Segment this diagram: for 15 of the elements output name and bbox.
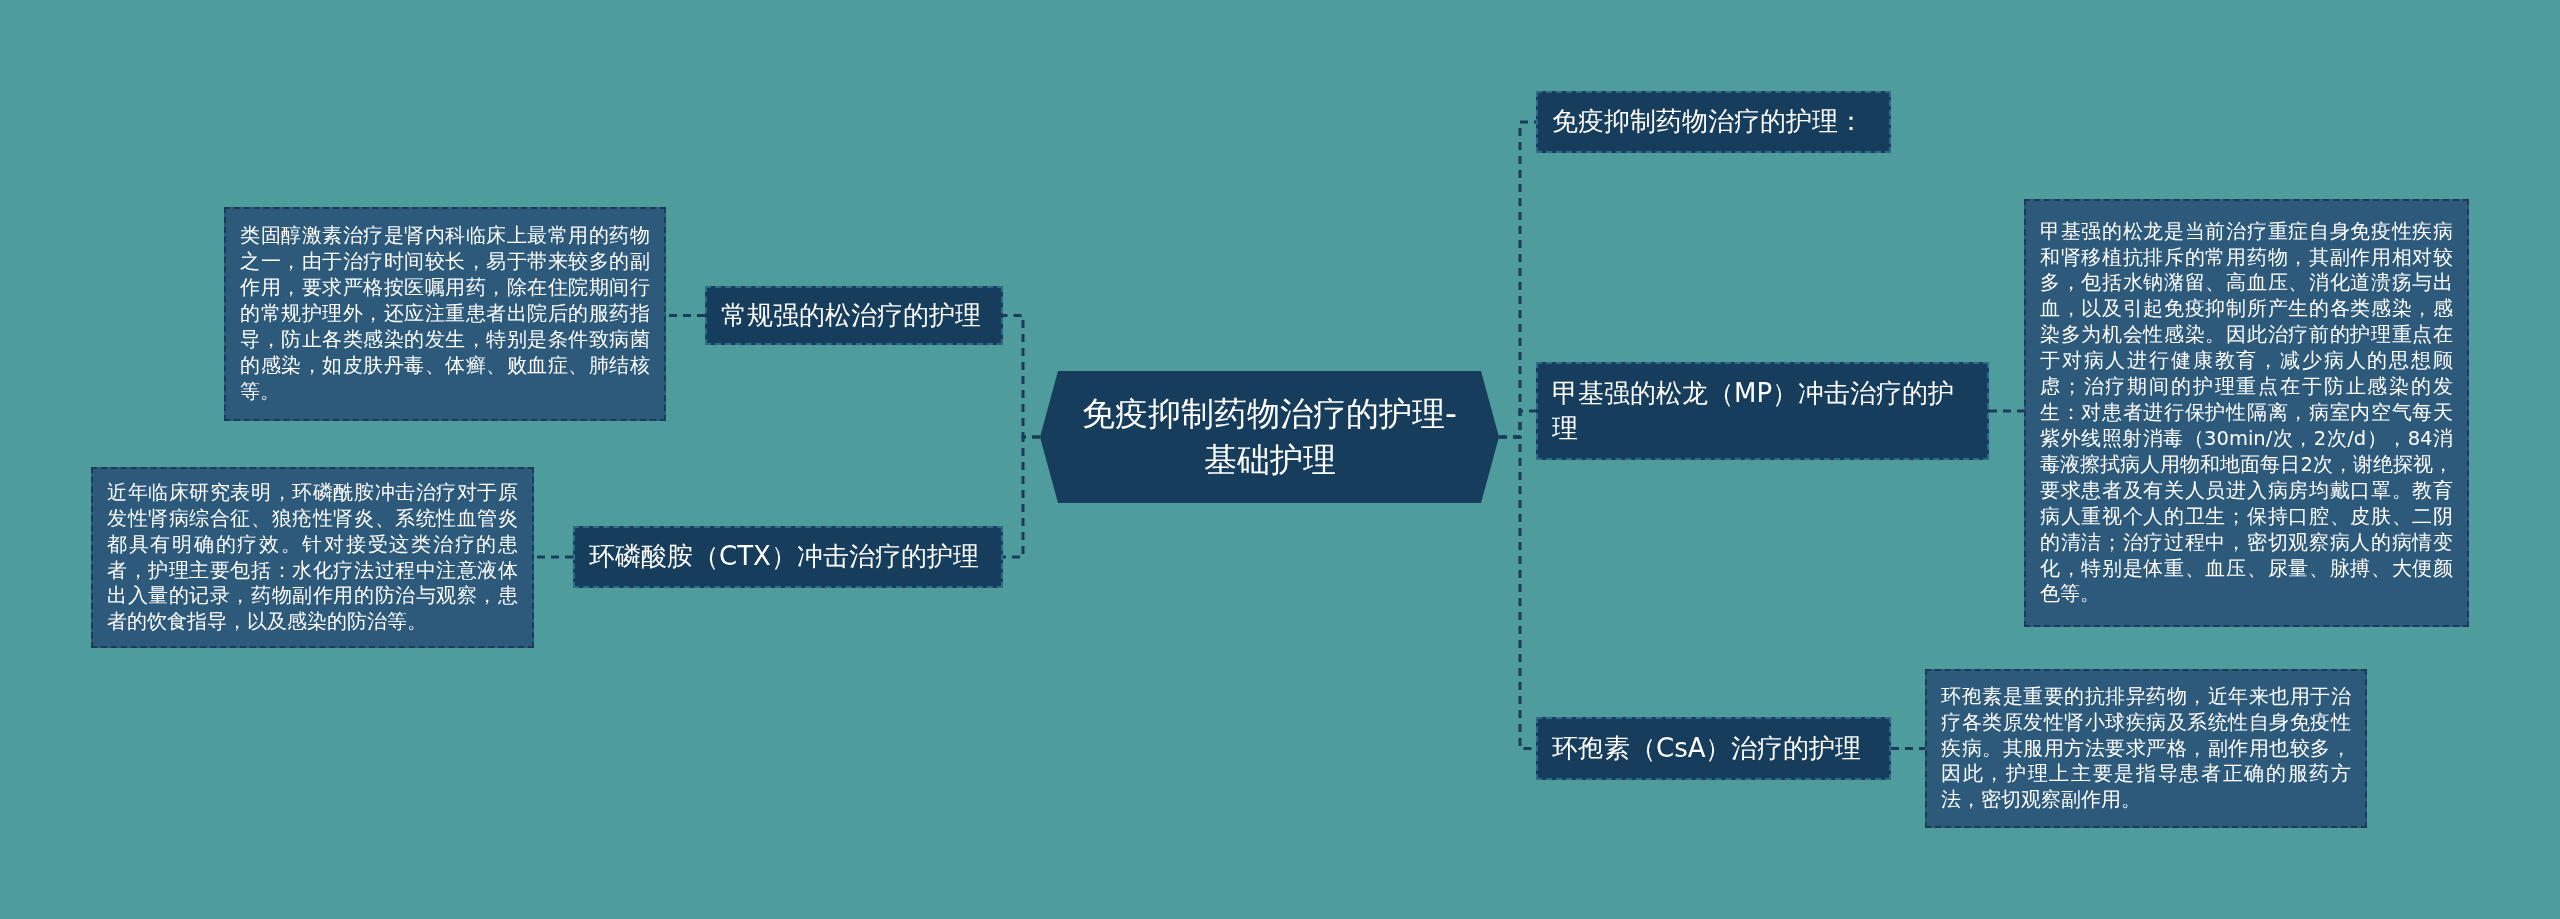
note-box: 近年临床研究表明，环磷酰胺冲击治疗对于原发性肾病综合征、狼疮性肾炎、系统性血管炎都具有明确的疗效。针对接受这类治疗的患者，护理主要包括：水化疗法过程中注意液体出入量的记录，药物副作用的防治与观察，患者的饮食指导，以及感染的防治等。 [91, 467, 534, 648]
connector-line [534, 555, 573, 559]
topic-box: 常规强的松治疗的护理 [705, 286, 1003, 345]
topic-box: 甲基强的松龙（MP）冲击治疗的护理 [1536, 362, 1989, 460]
topic-box: 环磷酸胺（CTX）冲击治疗的护理 [573, 526, 1003, 588]
topic-box: 免疫抑制药物治疗的护理： [1536, 91, 1891, 153]
connector-line [1989, 409, 2024, 413]
connector-line [666, 314, 705, 317]
connector-line [1891, 747, 1925, 750]
topic-box: 环孢素（CsA）治疗的护理 [1536, 717, 1891, 780]
note-box: 类固醇激素治疗是肾内科临床上最常用的药物之一，由于治疗时间较长，易于带来较多的副作用，要求严格按医嘱用药，除在住院期间行的常规护理外，还应注重患者出院后的服药指导，防止各类感染的发生，特别是条件致病菌的感染，如皮肤丹毒、体癣、败血症、肺结核等。 [224, 207, 666, 421]
connector-line [1003, 435, 1040, 559]
central-topic-hexagon: 免疫抑制药物治疗的护理-基础护理 [1040, 371, 1499, 503]
note-box: 甲基强的松龙是当前治疗重症自身免疫性疾病和肾移植抗排斥的常用药物，其副作用相对较多，包括水钠潴留、高血压、消化道溃疡与出血，以及引起免疫抑制所产生的各类感染，感染多为机会性感染。因此治疗前的护理重点在于对病人进行健康教育，减少病人的思想顾虑；治疗期间的护理重点在于防止感染的发生：对患者进行保护性隔离，病室内空气每天紫外线照射消毒（30min/次，2次/d），84消毒液擦拭病人用物和地面每日2次，谢绝探视，要求患者及有关人员进入病房均戴口罩。教育病人重视个人的卫生；保持口腔、皮肤、二阴的清洁；治疗过程中，密切观察病人的病情变化，特别是体重、血压、尿量、脉搏、大便颜色等。 [2024, 199, 2469, 627]
note-box: 环孢素是重要的抗排异药物，近年来也用于治疗各类原发性肾小球疾病及系统性自身免疫性疾病。其服用方法要求严格，副作用也较多，因此，护理上主要是指导患者正确的服药方法，密切观察副作用。 [1925, 669, 2367, 828]
